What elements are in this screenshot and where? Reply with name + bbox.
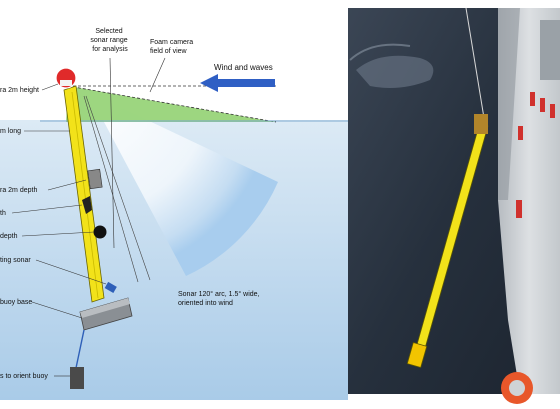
crane-cable: [465, 7, 485, 119]
crew-member-4: [518, 126, 523, 140]
buoy-spar-shade: [71, 91, 99, 299]
camera-depth-label: ra 2m depth: [0, 187, 37, 194]
deployment-photo: [348, 7, 560, 404]
anchor-weight: [70, 367, 84, 389]
sonar-leader: [35, 259, 107, 285]
camera-depth-leader: [47, 179, 87, 191]
sonar-transducer: [104, 281, 117, 293]
sonar-label: ting sonar: [0, 257, 31, 264]
sonar-range-leader: [109, 57, 115, 249]
depth-a-leader: [11, 204, 83, 214]
crew-member-3: [550, 104, 555, 118]
ship-structure: [540, 20, 560, 80]
bracket-icon: [82, 196, 92, 214]
crew-member-5: [516, 200, 522, 218]
buoy-diagram: Wind and waves Selected sonar range for …: [0, 28, 348, 400]
crew-member-1: [530, 92, 535, 106]
wind-waves-label: Wind and waves: [214, 63, 273, 72]
orient-line: [75, 329, 85, 369]
wave-foam: [356, 55, 434, 88]
sonar-arc-label: Sonar 120° arc, 1.5° wide, oriented into…: [178, 290, 261, 307]
fov-line-upper: [67, 85, 277, 123]
crew-member-2: [540, 98, 545, 112]
ship-hull-shadow: [498, 8, 520, 200]
camera-height-label: ra 2m height: [0, 87, 39, 94]
depth-b-label: depth: [0, 233, 18, 240]
foam-camera-leader: [149, 57, 166, 93]
sonar-range-line-2: [85, 95, 151, 281]
length-label: m long: [0, 128, 21, 135]
foam-camera-label: Foam camera field of view: [150, 39, 195, 55]
sonar-range-line-1: [83, 95, 139, 283]
submerged-camera: [87, 168, 103, 190]
buoy-top-camera: [474, 114, 488, 134]
orient-label: s to orient buoy: [0, 373, 48, 380]
buoy-base-leader: [31, 301, 83, 319]
buoy-base-label: buoy base: [0, 299, 32, 306]
float-ball: [93, 225, 107, 239]
life-ring-center: [509, 380, 525, 396]
camera-housing: [60, 80, 72, 86]
wind-arrow-icon: [200, 74, 275, 92]
buoy-spar: [63, 85, 105, 303]
wave-crest: [349, 43, 411, 61]
sonar-arc: [88, 92, 278, 276]
camera-height-leader: [41, 83, 59, 91]
sonar-range-label: Selected sonar range for analysis: [90, 28, 129, 53]
buoy-base-in-water: [406, 342, 428, 368]
depth-a-label: th: [0, 210, 6, 217]
buoy-base-top: [80, 298, 130, 318]
depth-b-leader: [21, 231, 95, 237]
